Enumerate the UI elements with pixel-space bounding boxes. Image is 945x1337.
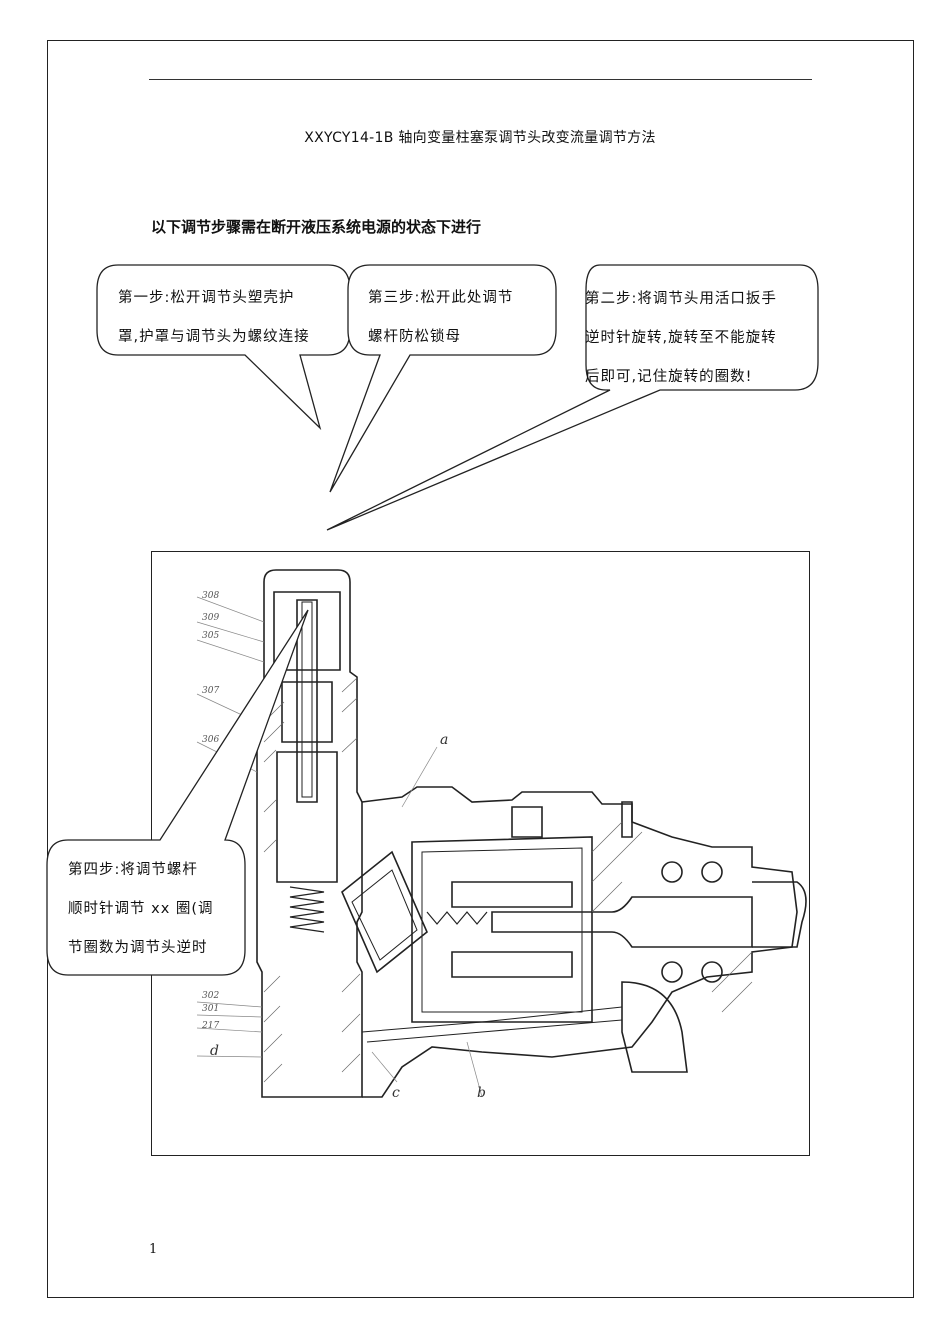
part-label-217: 217 (201, 1021, 219, 1031)
part-label-309: 309 (202, 613, 219, 623)
page-frame (47, 40, 914, 1298)
callout-step2-text: 第二步:将调节头用活口扳手 逆时针旋转,旋转至不能旋转 后即可,记住旋转的圈数! (585, 280, 777, 397)
callout-bubble-step1 (96, 264, 351, 431)
callout-step1-line2: 罩,护罩与调节头为螺纹连接 (118, 329, 310, 345)
callout-step4-line1: 第四步:将调节螺杆 (68, 862, 198, 878)
callout-bubble-step3 (329, 264, 557, 493)
pump-cross-section-drawing: 308 309 305 307 306 2 302 301 217 a d c … (151, 551, 810, 1156)
callout-step3-line2: 螺杆防松锁母 (368, 329, 461, 345)
callout-step3-line1: 第三步:松开此处调节 (368, 290, 514, 306)
callout-bubble-step2 (326, 264, 819, 531)
part-label-d: d (210, 1043, 219, 1059)
part-label-305: 305 (202, 631, 219, 641)
document-subtitle: 以下调节步骤需在断开液压系统电源的状态下进行 (151, 218, 482, 236)
callout-step2-line3: 后即可,记住旋转的圈数! (585, 369, 753, 385)
part-label-307: 307 (202, 686, 219, 696)
part-label-308: 308 (202, 591, 219, 601)
callout-step1-text: 第一步:松开调节头塑壳护 罩,护罩与调节头为螺纹连接 (118, 279, 310, 357)
callout-step2-line2: 逆时针旋转,旋转至不能旋转 (585, 330, 777, 346)
callout-step2-line1: 第二步:将调节头用活口扳手 (585, 291, 777, 307)
callout-bubble-step4 (46, 609, 309, 976)
callout-step4-text: 第四步:将调节螺杆 顺时针调节 xx 圈(调 节圈数为调节头逆时 (68, 851, 214, 968)
pump-drawing-svg: 308 309 305 307 306 2 302 301 217 a d c … (196, 569, 807, 1101)
part-label-301: 301 (202, 1004, 219, 1014)
callout-step1-line1: 第一步:松开调节头塑壳护 (118, 290, 295, 306)
part-label-306: 306 (202, 735, 219, 745)
part-label-a: a (440, 732, 448, 748)
part-label-302: 302 (202, 991, 219, 1001)
part-label-c: c (392, 1085, 400, 1101)
page-number: 1 (149, 1242, 158, 1257)
callout-step4-line2: 顺时针调节 xx 圈(调 (68, 901, 214, 917)
part-label-b: b (477, 1085, 486, 1101)
document-title: XXYCY14-1B 轴向变量柱塞泵调节头改变流量调节方法 (304, 130, 656, 146)
header-rule (149, 79, 812, 80)
callout-step4-line3: 节圈数为调节头逆时 (68, 940, 208, 956)
callout-step3-text: 第三步:松开此处调节 螺杆防松锁母 (368, 279, 513, 357)
